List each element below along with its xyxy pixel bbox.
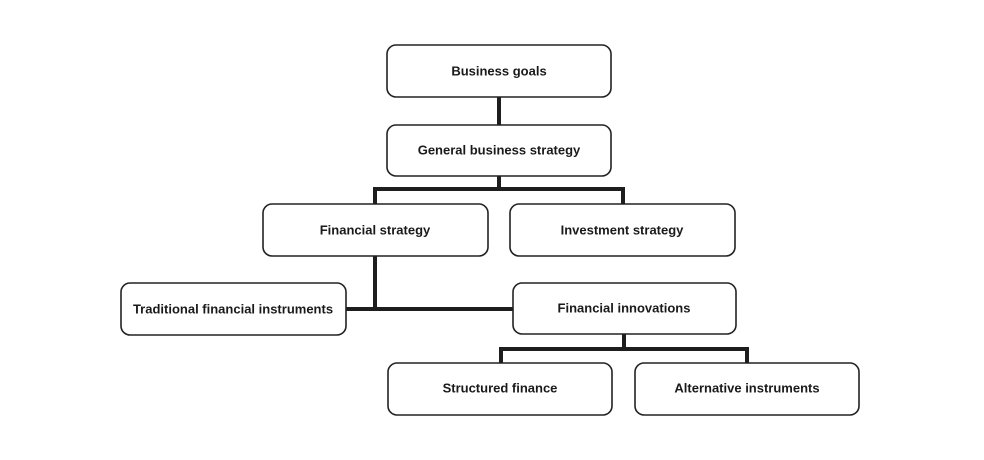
connectors xyxy=(346,97,749,363)
connector-innovations-to-children xyxy=(499,334,749,363)
node-investment-strategy: Investment strategy xyxy=(509,203,736,257)
node-label: Business goals xyxy=(451,64,546,79)
node-label: Financial strategy xyxy=(320,223,431,238)
node-box xyxy=(634,362,860,416)
connector-general-to-strategies xyxy=(373,176,625,204)
node-box xyxy=(386,124,612,177)
node-label: Financial innovations xyxy=(558,301,691,316)
node-financial-strategy: Financial strategy xyxy=(262,203,489,257)
node-label: Investment strategy xyxy=(561,223,685,238)
node-structured-finance: Structured finance xyxy=(387,362,613,416)
node-financial-innovations: Financial innovations xyxy=(512,282,737,335)
node-box xyxy=(509,203,736,257)
node-label: Alternative instruments xyxy=(674,381,819,396)
node-business-goals: Business goals xyxy=(386,44,612,98)
node-box xyxy=(512,282,737,335)
node-label: Traditional financial instruments xyxy=(133,302,333,317)
node-box xyxy=(262,203,489,257)
node-alternative-instruments: Alternative instruments xyxy=(634,362,860,416)
node-label: General business strategy xyxy=(418,143,581,158)
node-box xyxy=(386,44,612,98)
connector-financial-to-instruments xyxy=(346,256,513,311)
node-label: Structured finance xyxy=(443,381,558,396)
node-general-business-strategy: General business strategy xyxy=(386,124,612,177)
node-box xyxy=(387,362,613,416)
node-box xyxy=(120,282,347,336)
node-traditional-financial-instruments: Traditional financial instruments xyxy=(120,282,347,336)
